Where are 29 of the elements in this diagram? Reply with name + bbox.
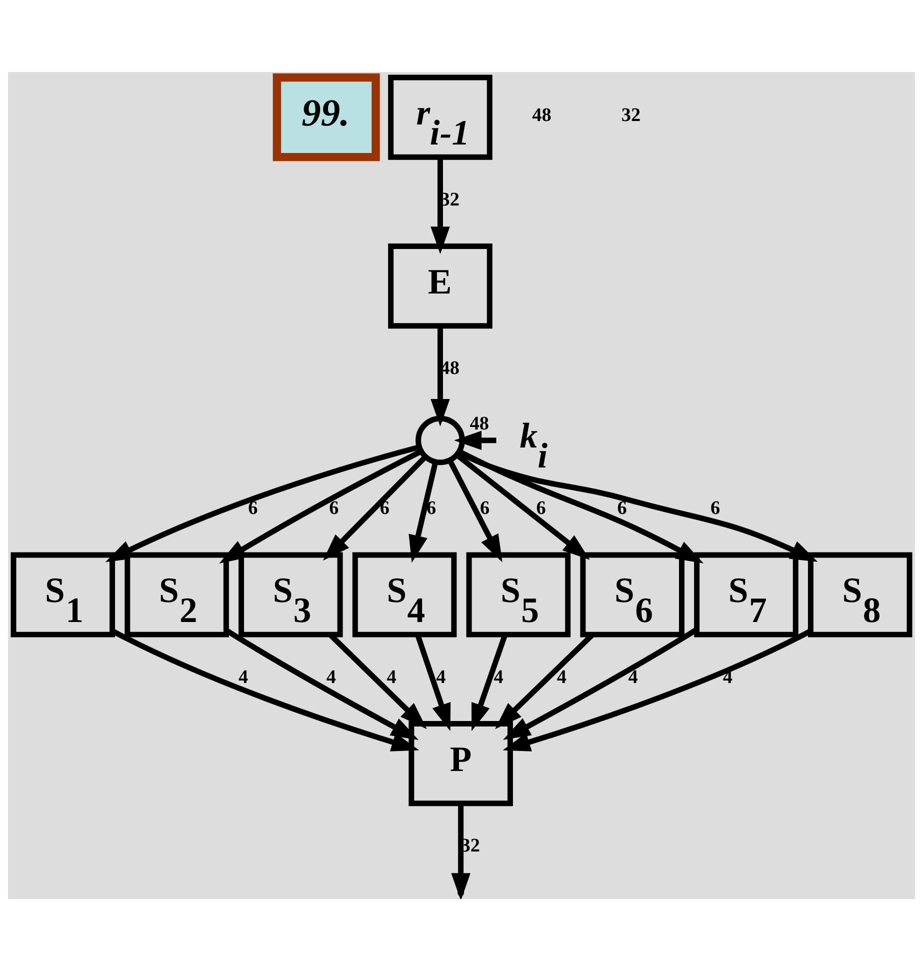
node-box: P	[408, 721, 513, 806]
arrow	[219, 449, 422, 564]
node-box: E	[388, 244, 492, 329]
edge-label: 4	[326, 666, 336, 688]
label: 32	[621, 104, 641, 126]
edge-label: 6	[617, 498, 627, 520]
arrow	[456, 453, 590, 560]
arrow	[447, 459, 502, 562]
arrow	[408, 462, 438, 563]
edge-label: 4	[386, 666, 396, 688]
edge-label: 4	[494, 666, 504, 688]
edge-label: 48	[470, 414, 489, 435]
edge-label: 6	[710, 498, 720, 520]
edge-label: 6	[248, 498, 258, 520]
edge-label: 4	[556, 666, 566, 688]
edge-label: 6	[536, 498, 546, 520]
node-circle	[416, 416, 465, 466]
node-box: 99.	[272, 73, 380, 162]
arrow	[451, 804, 470, 899]
edge-label: 6	[426, 498, 436, 520]
arrow	[105, 444, 420, 562]
label: 48	[532, 104, 552, 126]
edge-label: 6	[329, 498, 339, 520]
edge-label: 4	[628, 666, 638, 688]
arrow	[454, 430, 496, 450]
edge-label: 6	[480, 498, 490, 520]
arrow	[322, 454, 428, 561]
edge-label: 4	[238, 666, 248, 688]
edge-label: 4	[436, 666, 446, 688]
